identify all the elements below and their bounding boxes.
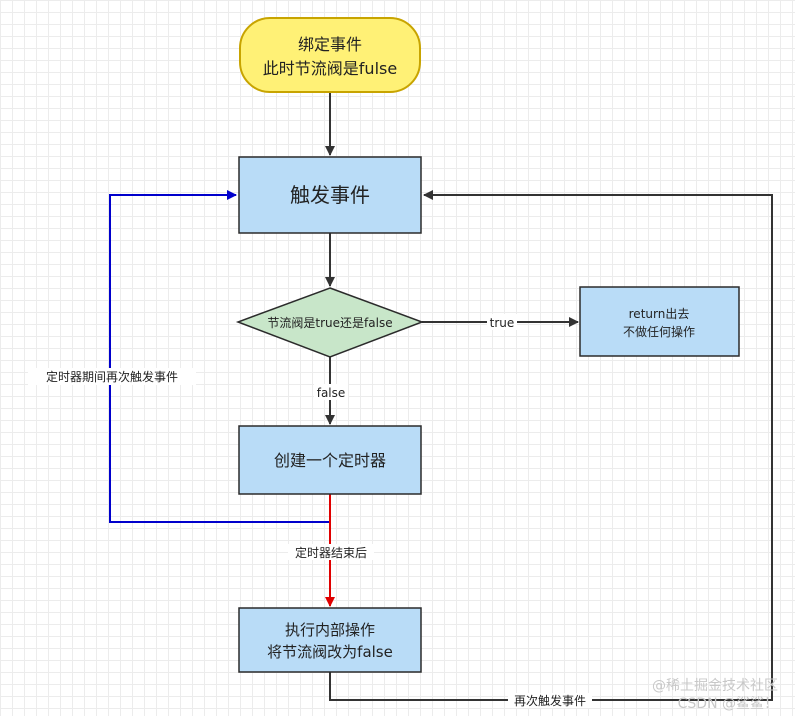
watermark-juejin: @稀土掘金技术社区 [652, 678, 778, 694]
node-decision: 节流阀是true还是false [235, 287, 425, 358]
start-line-1: 绑定事件 [298, 35, 362, 54]
node-timer: 创建一个定时器 [238, 425, 422, 495]
start-terminator-shape [239, 17, 421, 93]
return-line-2: 不做任何操作 [623, 324, 695, 339]
edge-label-timer-end: 定时器结束后 [288, 544, 374, 560]
retrigger-label: 再次触发事件 [514, 693, 586, 708]
watermark-csdn: CSDN @鲨鲨！ [678, 696, 778, 712]
timer-period-label: 定时器期间再次触发事件 [46, 369, 178, 384]
node-trigger: 触发事件 [238, 156, 422, 234]
exec-line-1: 执行内部操作 [285, 621, 375, 639]
timer-label: 创建一个定时器 [274, 451, 386, 470]
edge-timer-period-loop [109, 190, 330, 523]
exec-box [238, 607, 422, 673]
start-line-2: 此时节流阀是fulse [263, 59, 397, 78]
return-box [579, 286, 740, 357]
true-label: true [490, 316, 515, 330]
trigger-label: 触发事件 [290, 183, 370, 207]
decision-label: 节流阀是true还是false [267, 316, 392, 330]
edge-label-true: true [487, 314, 517, 330]
exec-line-2: 将节流阀改为false [267, 643, 393, 661]
decision-diamond [235, 287, 425, 358]
timer-end-label: 定时器结束后 [295, 545, 367, 560]
node-exec: 执行内部操作 将节流阀改为false [238, 607, 422, 673]
false-label: false [317, 386, 346, 400]
timer-box [238, 425, 422, 495]
return-line-1: return出去 [629, 307, 690, 321]
node-return: return出去 不做任何操作 [579, 286, 740, 357]
edge-label-timer-period: 定时器期间再次触发事件 [28, 368, 196, 385]
edge-label-false: false [314, 384, 348, 400]
trigger-box [238, 156, 422, 234]
edge-retrigger-loop [329, 190, 773, 701]
edge-label-retrigger: 再次触发事件 [508, 693, 592, 708]
node-start: 绑定事件 此时节流阀是fulse [239, 17, 421, 93]
